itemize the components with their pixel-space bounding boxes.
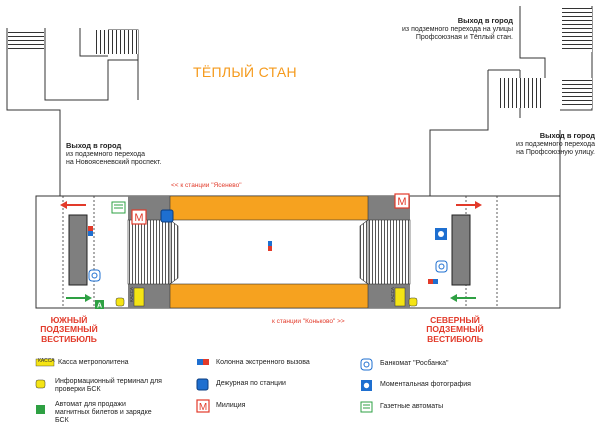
emergency-column-centre bbox=[268, 241, 272, 251]
legend-item-station-attendant: Дежурная по станции bbox=[216, 380, 286, 387]
exit-line: из подземного перехода bbox=[66, 150, 145, 158]
info-terminal-left bbox=[115, 297, 125, 307]
photo-booth-marker bbox=[435, 228, 447, 240]
platform-track-konkovo bbox=[169, 283, 369, 309]
vestibule-line: ПОДЗЕМНЫЙ ВЕСТИБЮЛЬ bbox=[40, 324, 98, 344]
entry-arrow-bottom-left bbox=[66, 294, 92, 302]
exit-line: на Профсоюзную улицу. bbox=[516, 148, 595, 156]
exit-info-left: Выход в город из подземного перехода на … bbox=[66, 141, 206, 167]
legend-item-ticket-machine: Автомат для продажи магнитных билетов и … bbox=[55, 401, 152, 425]
ticket-machine-marker bbox=[95, 300, 104, 309]
legend-icons: M bbox=[35, 358, 373, 414]
vestibule-north-label: СЕВЕРНЫЙ ПОДЗЕМНЫЙ ВЕСТИБЮЛЬ bbox=[400, 315, 510, 344]
stairs-top-right-1 bbox=[562, 8, 592, 52]
exit-line: Профсоюзная и Тёплый стан. bbox=[415, 33, 513, 41]
svg-text:M: M bbox=[134, 212, 143, 224]
direction-konkovo: к станции "Коньково" >> bbox=[272, 318, 345, 325]
escalator-right bbox=[367, 219, 411, 285]
kassa-marker-left bbox=[133, 287, 145, 307]
stairs-top-right-2 bbox=[500, 78, 542, 108]
legend-item-newspaper-machine: Газетные автоматы bbox=[380, 403, 444, 410]
vestibule-line: ЮЖНЫЙ bbox=[50, 315, 88, 325]
legend-item-info-terminal: Информационный терминал для проверки БСК bbox=[55, 378, 162, 394]
kassa-label-right: КАССА bbox=[389, 287, 395, 303]
kassa-marker-right bbox=[394, 287, 406, 307]
turnstile-block-left bbox=[68, 214, 88, 286]
escalator-left bbox=[127, 219, 171, 285]
atm-marker-left bbox=[88, 269, 101, 282]
platform-track-yasenevo bbox=[169, 195, 369, 221]
station-attendant-marker bbox=[160, 209, 174, 223]
vestibule-south-label: ЮЖНЫЙ ПОДЗЕМНЫЙ ВЕСТИБЮЛЬ bbox=[14, 315, 124, 344]
exit-line: из подземного перехода bbox=[516, 140, 595, 148]
exit-heading: Выход в город bbox=[539, 131, 595, 140]
exit-line: из подземного перехода на улицы bbox=[402, 25, 513, 33]
militia-marker-left: M bbox=[131, 209, 147, 225]
exit-heading: Выход в город bbox=[457, 16, 513, 25]
atm-marker-right bbox=[435, 260, 448, 273]
militia-marker-right: M bbox=[394, 193, 410, 209]
legend-item-emergency-column: Колонна экстренного вызова bbox=[216, 359, 310, 366]
exit-heading: Выход в город bbox=[66, 141, 122, 150]
entry-arrow-bottom-right bbox=[450, 294, 476, 302]
legend-item-kassa: Касса метрополитена bbox=[58, 359, 129, 366]
exit-arrow-top-right bbox=[456, 201, 482, 209]
stairs-top-left-1 bbox=[8, 30, 44, 52]
stairs-top-left-2 bbox=[94, 30, 138, 54]
legend-item-photo-booth: Моментальная фотография bbox=[380, 381, 471, 388]
legend-item-militia: Милиция bbox=[216, 402, 246, 409]
direction-yasenevo: << к станции "Ясенево" bbox=[171, 182, 242, 189]
emergency-column-right bbox=[428, 279, 438, 284]
info-terminal-right bbox=[408, 297, 418, 307]
turnstile-block-right bbox=[451, 214, 471, 286]
vestibule-line: СЕВЕРНЫЙ bbox=[430, 315, 480, 325]
emergency-column-left bbox=[88, 226, 93, 236]
stairs-top-right-3 bbox=[562, 78, 592, 108]
exit-info-right: Выход в город из подземного перехода на … bbox=[480, 131, 595, 157]
svg-text:M: M bbox=[199, 402, 207, 413]
svg-text:А: А bbox=[97, 303, 102, 310]
vestibule-line: ПОДЗЕМНЫЙ ВЕСТИБЮЛЬ bbox=[426, 324, 484, 344]
kassa-label-left: КАССА bbox=[128, 287, 134, 303]
exit-info-top-right: Выход в город из подземного перехода на … bbox=[373, 16, 513, 42]
exit-arrow-top-left bbox=[60, 201, 86, 209]
station-title: ТЁПЛЫЙ СТАН bbox=[193, 64, 297, 80]
exit-line: на Новоясеневский проспект. bbox=[66, 158, 162, 166]
legend-kassa-text: КАССА bbox=[38, 358, 55, 364]
svg-text:M: M bbox=[397, 196, 406, 208]
legend-item-atm: Банкомат "Росбанка" bbox=[380, 360, 449, 367]
